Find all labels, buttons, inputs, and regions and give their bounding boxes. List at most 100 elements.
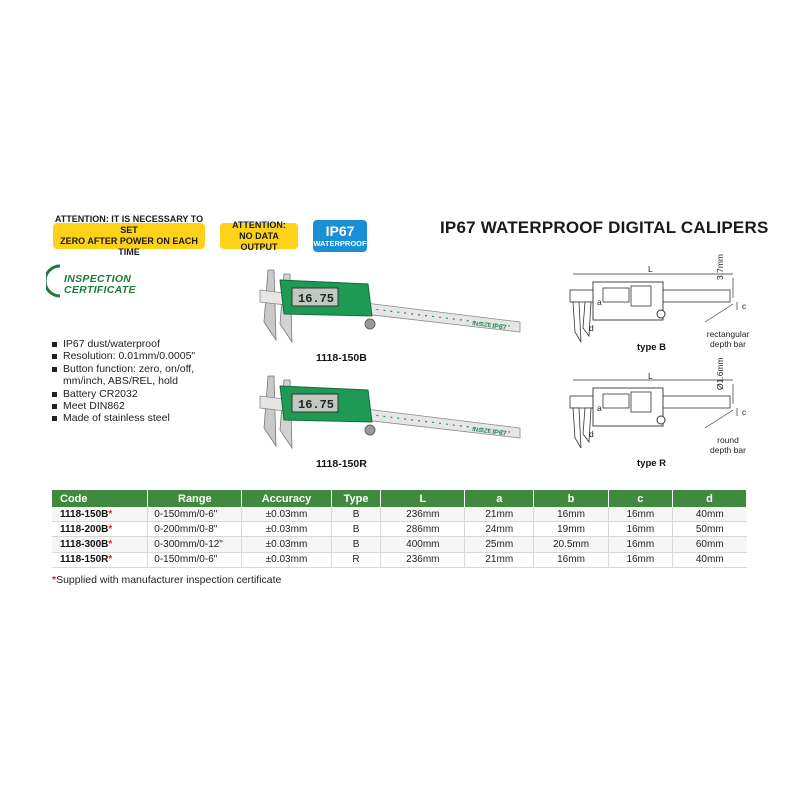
feature-item-continued: mm/inch, ABS/REL, hold bbox=[63, 375, 178, 388]
col-header-range: Range bbox=[147, 490, 243, 507]
feature-item: Battery CR2032 bbox=[52, 388, 195, 400]
table-row: 1118-200B* 0-200mm/0-8" ±0.03mm B 286mm … bbox=[52, 521, 747, 538]
cell-d: 50mm bbox=[672, 521, 747, 538]
round-depth-bar-note: round depth bar bbox=[698, 435, 758, 455]
note-b-line-1: rectangular bbox=[706, 329, 750, 339]
cert-line-1: INSPECTION bbox=[64, 273, 132, 285]
dim-c-r: c bbox=[742, 407, 747, 417]
dim-d-r: d bbox=[589, 429, 594, 439]
cell-range: 0-150mm/0-6" bbox=[147, 552, 243, 568]
rectangular-depth-bar-note: rectangular depth bar bbox=[698, 329, 758, 349]
cell-b: 19mm bbox=[533, 521, 609, 538]
required-star: * bbox=[108, 538, 113, 550]
feature-item: Resolution: 0.01mm/0.0005" bbox=[52, 350, 195, 362]
note-b-line-2: depth bar bbox=[710, 338, 746, 349]
inspection-certificate-icon bbox=[46, 264, 61, 298]
cell-accuracy: ±0.03mm bbox=[241, 552, 332, 568]
dim-depth-b: 3.7mm bbox=[715, 254, 725, 280]
cell-accuracy: ±0.03mm bbox=[241, 536, 332, 553]
feature-item: Made of stainless steel bbox=[52, 412, 195, 424]
cell-range: 0-200mm/0-8" bbox=[147, 521, 243, 538]
feature-list: IP67 dust/waterproof Resolution: 0.01mm/… bbox=[52, 338, 195, 425]
feature-item: IP67 dust/waterproof bbox=[52, 338, 195, 350]
attention-line-1: ATTENTION: IT IS NECESSARY TO SET bbox=[54, 214, 204, 235]
col-header-type: Type bbox=[331, 490, 382, 507]
display-reading: 16.75 bbox=[298, 398, 334, 412]
dim-a-b: a bbox=[597, 297, 602, 307]
dim-a-r: a bbox=[597, 403, 602, 413]
cell-accuracy: ±0.03mm bbox=[241, 507, 332, 523]
cell-range: 0-300mm/0-12" bbox=[147, 536, 243, 553]
cell-d: 40mm bbox=[672, 507, 747, 523]
dim-depth-r: Ø1.6mm bbox=[715, 357, 725, 390]
required-star: * bbox=[108, 554, 113, 566]
cell-type: B bbox=[331, 536, 382, 553]
cell-type: R bbox=[331, 552, 382, 568]
ip67-main: IP67 bbox=[325, 223, 355, 239]
table-header-row: Code Range Accuracy Type L a b c d bbox=[52, 490, 747, 507]
dim-L-b: L bbox=[648, 264, 653, 274]
brand-mark: INSIZE bbox=[472, 427, 492, 435]
footnote-text: Supplied with manufacturer inspection ce… bbox=[56, 574, 282, 586]
cell-c: 16mm bbox=[608, 521, 674, 538]
cell-a: 21mm bbox=[464, 552, 535, 568]
attention2-line-2: NO DATA OUTPUT bbox=[239, 230, 279, 252]
cell-b: 20.5mm bbox=[533, 536, 609, 553]
cell-l: 286mm bbox=[380, 521, 466, 538]
cell-b: 16mm bbox=[533, 552, 609, 568]
caliper-image-150b: 16.75 INSIZE IP67 bbox=[259, 269, 521, 344]
brand-mark: INSIZE bbox=[472, 321, 492, 329]
dim-c-b: c bbox=[742, 301, 747, 311]
ip67-mark: IP67 bbox=[492, 323, 507, 332]
feature-item: Meet DIN862 bbox=[52, 400, 195, 412]
cell-a: 21mm bbox=[464, 507, 535, 523]
note-r-line-2: depth bar bbox=[710, 444, 746, 455]
ip67-sub: WATERPROOF bbox=[313, 239, 367, 248]
note-r-line-1: round bbox=[717, 435, 739, 445]
spec-table: Code Range Accuracy Type L a b c d 1118-… bbox=[52, 490, 747, 568]
attention-line-2: ZERO AFTER POWER ON EACH TIME bbox=[60, 236, 198, 257]
col-header-code: Code bbox=[52, 490, 149, 507]
cell-type: B bbox=[331, 507, 382, 523]
cell-b: 16mm bbox=[533, 507, 609, 523]
inspection-certificate-label: INSPECTION CERTIFICATE bbox=[64, 274, 136, 296]
dim-L-r: L bbox=[648, 371, 653, 381]
diagram-type-b bbox=[569, 273, 738, 343]
cell-code: 1118-200B* bbox=[52, 521, 149, 538]
product-label-150b: 1118-150B bbox=[316, 352, 367, 364]
product-label-150r: 1118-150R bbox=[316, 458, 367, 470]
ip67-mark: IP67 bbox=[492, 429, 507, 438]
table-row: 1118-150B* 0-150mm/0-6" ±0.03mm B 236mm … bbox=[52, 507, 747, 523]
table-row: 1118-300B* 0-300mm/0-12" ±0.03mm B 400mm… bbox=[52, 536, 747, 553]
required-star: * bbox=[108, 508, 113, 520]
type-b-label: type B bbox=[637, 342, 667, 353]
cell-code: 1118-150R* bbox=[52, 552, 149, 568]
cert-line-2: CERTIFICATE bbox=[64, 284, 136, 296]
diagram-type-r bbox=[569, 379, 738, 449]
cell-range: 0-150mm/0-6" bbox=[147, 507, 243, 523]
col-header-c: c bbox=[608, 490, 674, 507]
cell-l: 236mm bbox=[380, 552, 466, 568]
ip67-badge: IP67 WATERPROOF bbox=[313, 220, 367, 252]
cell-c: 16mm bbox=[608, 536, 674, 553]
col-header-accuracy: Accuracy bbox=[241, 490, 332, 507]
cell-d: 60mm bbox=[672, 536, 747, 553]
cell-accuracy: ±0.03mm bbox=[241, 521, 332, 538]
cell-code: 1118-150B* bbox=[52, 507, 149, 523]
cell-c: 16mm bbox=[608, 552, 674, 568]
col-header-a: a bbox=[464, 490, 535, 507]
footnote: *Supplied with manufacturer inspection c… bbox=[52, 574, 281, 586]
type-r-label: type R bbox=[637, 458, 667, 469]
attention2-line-1: ATTENTION: bbox=[232, 219, 286, 230]
cell-type: B bbox=[331, 521, 382, 538]
attention-badge-no-data: ATTENTION: NO DATA OUTPUT bbox=[220, 219, 298, 252]
col-header-d: d bbox=[672, 490, 747, 507]
page-title: IP67 WATERPROOF DIGITAL CALIPERS bbox=[440, 218, 769, 237]
required-star: * bbox=[108, 523, 113, 535]
cell-d: 40mm bbox=[672, 552, 747, 568]
dim-d-b: d bbox=[589, 323, 594, 333]
feature-item: Button function: zero, on/off, bbox=[52, 363, 195, 375]
cell-a: 24mm bbox=[464, 521, 535, 538]
cell-c: 16mm bbox=[608, 507, 674, 523]
col-header-b: b bbox=[533, 490, 609, 507]
